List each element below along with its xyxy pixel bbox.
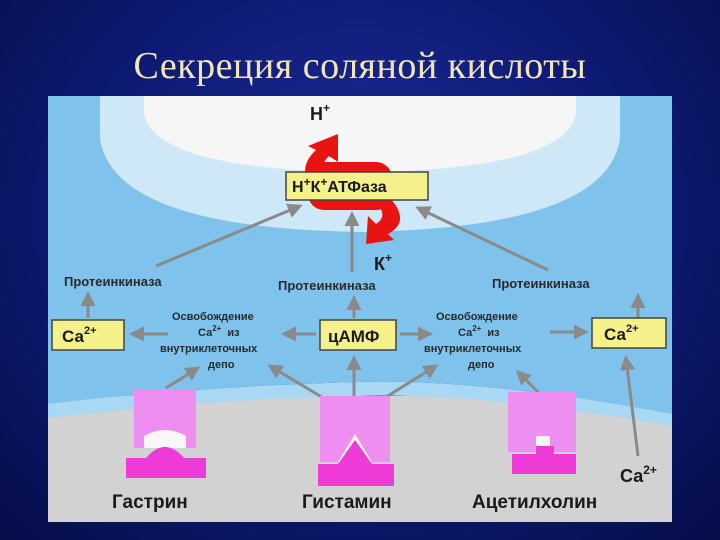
arrow-ca-outside-to-ca-right xyxy=(620,355,640,457)
arrow-kinase-left-to-pump xyxy=(155,203,303,268)
arrow-kinase-right-to-pump xyxy=(415,206,549,272)
pump-box xyxy=(285,171,429,201)
release-left-line2: Са2+из xyxy=(198,324,240,339)
histamine-ligand xyxy=(318,440,394,486)
gastrin-label: Гастрин xyxy=(112,492,188,513)
ca-left-box xyxy=(51,319,125,351)
release-left: Освобождение Са2+из внутриклеточных депо xyxy=(160,311,258,371)
release-right-line1: Освобождение xyxy=(436,311,518,323)
k-ion: К+ xyxy=(374,251,392,274)
release-right-line2: Са2+из xyxy=(458,324,500,339)
gastrin-ligand xyxy=(126,447,206,478)
ca-right-label: Са2+ xyxy=(604,323,639,344)
gastrin-receptor-site xyxy=(144,430,186,448)
hcl-secretion-diagram: Н+ Н+К+АТФаза К+ Протеинкиназа Протеинки… xyxy=(48,96,672,522)
ca-right-box xyxy=(591,317,667,349)
release-left-line3: внутриклеточных xyxy=(160,343,258,355)
release-right: Освобождение Са2+из внутриклеточных депо xyxy=(424,311,522,371)
ca-left-label: Са2+ xyxy=(62,325,97,346)
release-right-line3: внутриклеточных xyxy=(424,343,522,355)
release-right-line4: депо xyxy=(468,359,495,371)
pump-influx-arrow xyxy=(366,192,401,244)
lumen-h-ion: Н+ xyxy=(310,101,330,124)
gland-lumen xyxy=(144,96,576,172)
acetylcholine-label: Ацетилхолин xyxy=(472,492,597,513)
arrow-gastrin-receptor-to-release xyxy=(165,366,201,390)
histamine-label: Гистамин xyxy=(302,492,392,513)
pump-label: Н+К+АТФаза xyxy=(292,175,387,196)
kinase-right: Протеинкиназа xyxy=(492,276,590,291)
release-left-line1: Освобождение xyxy=(172,311,254,323)
diagram-canvas: Н+ Н+К+АТФаза К+ Протеинкиназа Протеинки… xyxy=(48,96,672,522)
camp-box xyxy=(319,319,397,351)
release-left-line4: депо xyxy=(208,359,235,371)
slide-title: Секреция соляной кислоты xyxy=(133,45,587,87)
kinase-center: Протеинкиназа xyxy=(278,278,376,293)
ach-ligand xyxy=(512,446,576,474)
ca-outside-label: Са2+ xyxy=(620,463,657,486)
camp-label: цАМФ xyxy=(328,327,379,346)
kinase-left: Протеинкиназа xyxy=(64,274,162,289)
